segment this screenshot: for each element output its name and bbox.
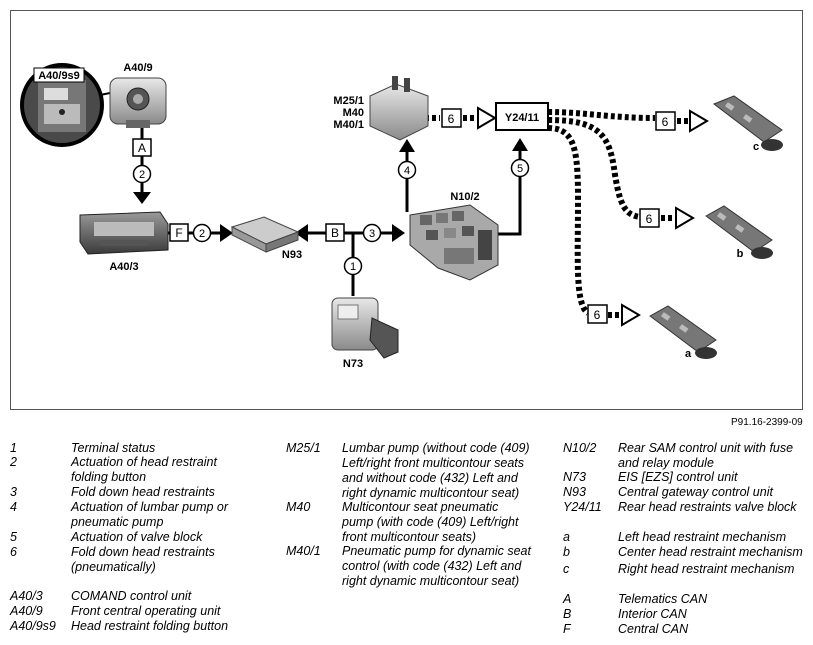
- label-b: b: [737, 248, 744, 260]
- svg-text:2: 2: [139, 169, 145, 181]
- head-restraint-c: [712, 95, 783, 151]
- label-a40-9: A40/9: [123, 62, 152, 74]
- system-diagram: A F B 6 6 6 6 2 2 3 1 4: [20, 62, 783, 370]
- svg-text:F: F: [175, 226, 182, 240]
- figure-reference: P91.16-2399-09: [731, 417, 803, 428]
- label-n10-2: N10/2: [450, 191, 479, 203]
- tag-F: F: [169, 223, 189, 242]
- label-m40: M40: [343, 107, 364, 119]
- tag-6-a: 6: [587, 304, 608, 324]
- svg-text:6: 6: [646, 212, 653, 226]
- tag-6-c: 6: [655, 111, 676, 131]
- svg-text:5: 5: [517, 163, 523, 175]
- tag-circle-2-horizontal: 2: [192, 223, 212, 243]
- svg-text:2: 2: [199, 228, 205, 240]
- label-a40-9s9: A40/9s9: [38, 70, 80, 82]
- svg-text:1: 1: [350, 261, 356, 273]
- label-a: a: [685, 348, 692, 360]
- svg-text:4: 4: [404, 165, 410, 177]
- svg-text:3: 3: [369, 228, 375, 240]
- head-restraint-a: [649, 305, 717, 359]
- tag-circle-3: 3: [362, 223, 382, 243]
- label-n93: N93: [282, 249, 302, 261]
- tag-A: A: [132, 138, 152, 157]
- tag-B: B: [325, 223, 345, 242]
- tag-circle-5: 5: [510, 158, 530, 178]
- tag-circle-4: 4: [397, 160, 417, 180]
- m25-1-pump-component: [369, 76, 429, 141]
- label-m25-1: M25/1: [333, 95, 364, 107]
- a40-9s9-magnifier: [20, 63, 126, 147]
- label-m40-1: M40/1: [333, 119, 364, 131]
- svg-text:B: B: [331, 226, 339, 240]
- svg-text:6: 6: [448, 112, 455, 126]
- n10-2-component: [409, 204, 499, 281]
- tag-circle-1: 1: [343, 256, 363, 276]
- label-n73: N73: [343, 358, 363, 370]
- tag-circle-2-vertical: 2: [132, 164, 152, 184]
- a40-9-component: [109, 77, 167, 128]
- n73-component: [331, 297, 399, 359]
- a40-3-component: [79, 211, 169, 255]
- svg-text:6: 6: [662, 115, 669, 129]
- svg-text:6: 6: [594, 308, 601, 322]
- label-c: c: [753, 141, 759, 153]
- svg-text:A: A: [138, 141, 146, 155]
- n93-component: [230, 216, 300, 253]
- label-a40-3: A40/3: [109, 261, 138, 273]
- tag-6-b: 6: [639, 208, 660, 228]
- label-y24-11: Y24/11: [505, 112, 539, 124]
- head-restraint-b: [705, 205, 773, 259]
- y24-11-box: [495, 102, 549, 131]
- tag-6-pump: 6: [441, 108, 462, 128]
